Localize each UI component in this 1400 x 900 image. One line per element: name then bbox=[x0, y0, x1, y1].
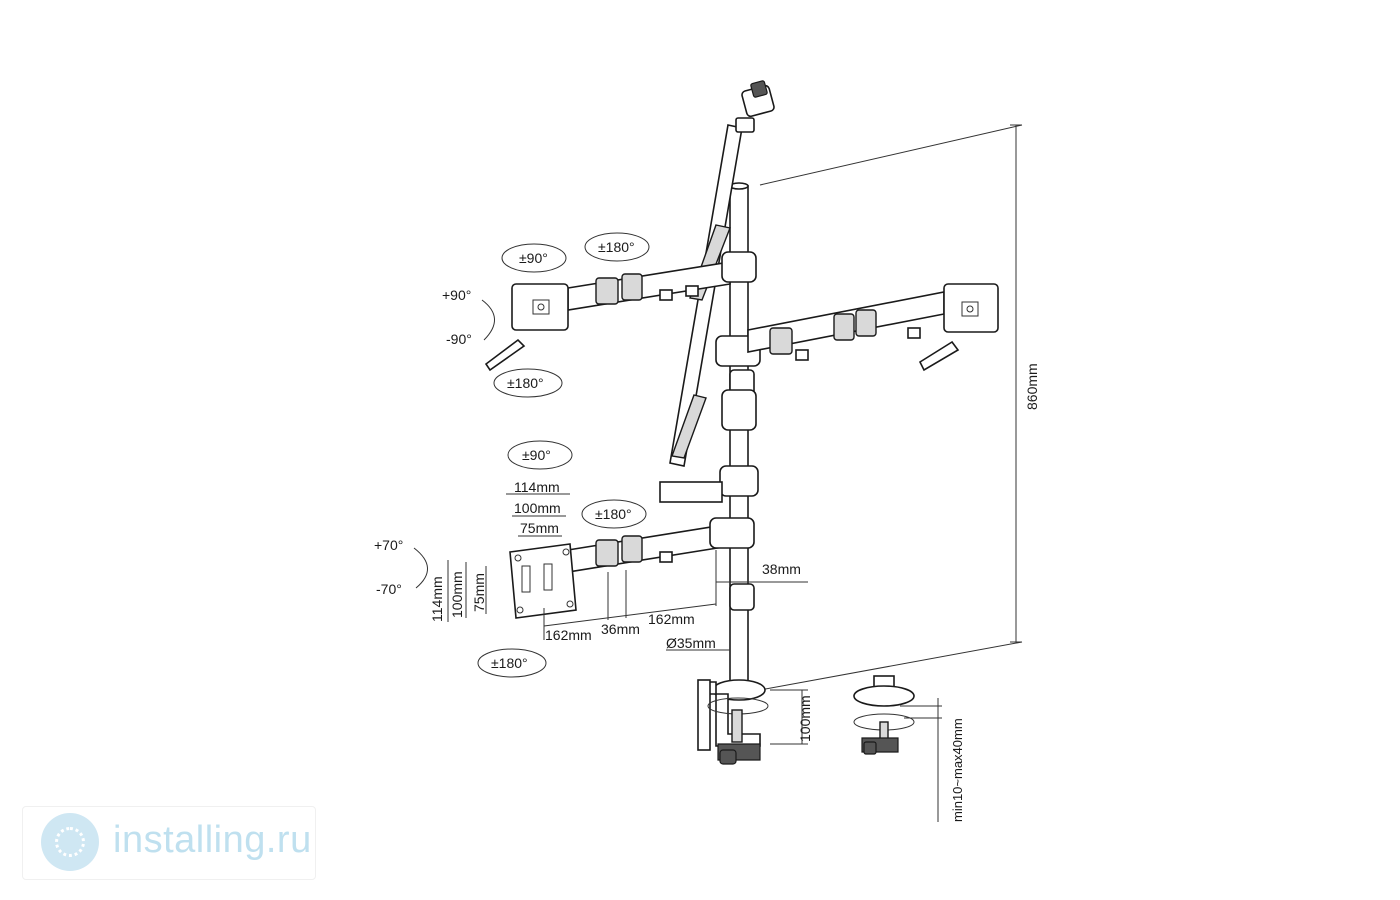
label-bottom-arm: ±180° bbox=[595, 506, 632, 522]
top-left-vesa-plate bbox=[484, 283, 569, 372]
desk-thickness-dimension bbox=[900, 698, 942, 822]
top-arm-left bbox=[567, 261, 731, 311]
bottom-arm bbox=[567, 517, 755, 611]
top-arm-right bbox=[747, 291, 945, 361]
bottom-dimension-lines bbox=[447, 493, 808, 651]
label-bottom-rotate: ±180° bbox=[491, 655, 528, 671]
label-offset-38: 38mm bbox=[762, 561, 801, 577]
label-top-tilt-down: -90° bbox=[446, 331, 472, 347]
label-arm-162-b: 162mm bbox=[648, 611, 695, 627]
label-top-tilt-up: +90° bbox=[442, 287, 471, 303]
desk-clamp bbox=[697, 679, 769, 765]
desk-thickness-label: min10~max40mm bbox=[950, 718, 965, 822]
clamp-detail bbox=[853, 675, 915, 755]
clamp-height-dimension bbox=[770, 689, 808, 745]
label-arm-36: 36mm bbox=[601, 621, 640, 637]
center-pole bbox=[729, 182, 749, 687]
watermark-logo-icon bbox=[41, 813, 99, 871]
pole-mid-clamps bbox=[659, 389, 759, 503]
top-right-vesa-plate bbox=[918, 283, 999, 372]
rotation-indicators bbox=[413, 232, 650, 678]
label-vesa-75-v: 75mm bbox=[471, 573, 487, 612]
label-bottom-swivel: ±90° bbox=[522, 447, 551, 463]
label-top-left-arm: ±180° bbox=[598, 239, 635, 255]
label-bottom-tilt-up: +70° bbox=[374, 537, 403, 553]
label-pole-diameter: Ø35mm bbox=[666, 635, 716, 651]
watermark: installing.ru bbox=[22, 806, 316, 880]
clamp-height-label: 100mm bbox=[797, 695, 813, 742]
pole-height-label: 860mm bbox=[1024, 363, 1040, 410]
pole-height-dimension bbox=[759, 124, 1023, 691]
watermark-text: installing.ru bbox=[113, 819, 312, 861]
bottom-vesa-plate bbox=[509, 543, 577, 619]
label-top-left-bottom: ±180° bbox=[507, 375, 544, 391]
label-vesa-114-v: 114mm bbox=[429, 576, 445, 622]
label-arm-162-a: 162mm bbox=[545, 627, 592, 643]
label-bottom-tilt-down: -70° bbox=[376, 581, 402, 597]
label-vesa-75-h: 75mm bbox=[520, 520, 559, 536]
label-vesa-100-h: 100mm bbox=[514, 500, 561, 516]
label-vesa-100-v: 100mm bbox=[449, 571, 465, 618]
label-top-left-swivel: ±90° bbox=[519, 250, 548, 266]
label-vesa-114-h: 114mm bbox=[514, 479, 560, 495]
